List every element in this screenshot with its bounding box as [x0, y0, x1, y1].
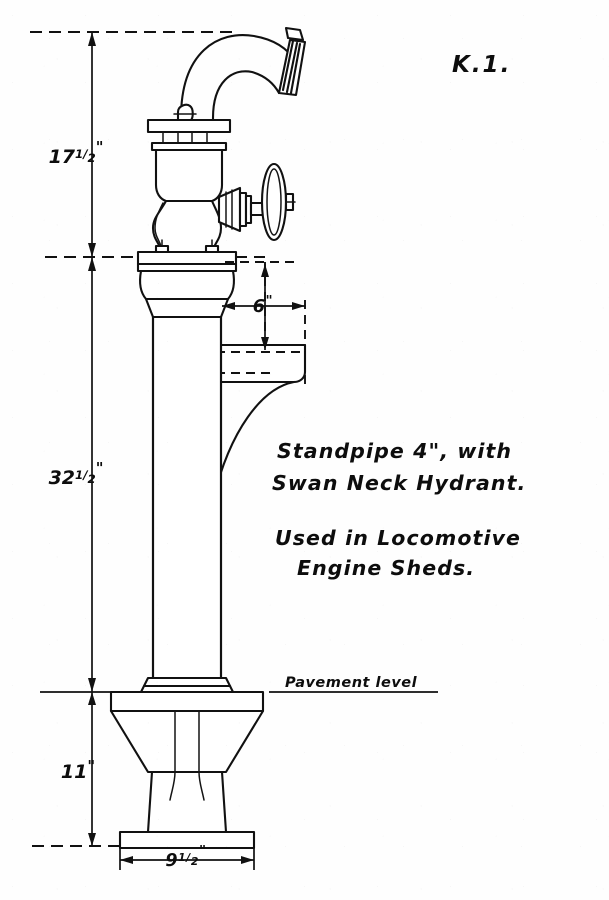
dim-17-half-whole: 17: [49, 146, 76, 168]
dim-11-arrow-top: [88, 692, 96, 705]
handwheel-inner-rim: [266, 168, 282, 236]
bonnet-flange: [146, 103, 232, 144]
pavement-level-label: Pavement level: [285, 675, 418, 691]
pavement-level: Pavement level: [40, 675, 438, 693]
dim-11-unit: ": [87, 758, 95, 775]
base-pedestal: [146, 770, 228, 834]
bonnet-barrel: [150, 141, 228, 203]
dim-17-half-fraction-den: 2: [88, 151, 96, 165]
column-shaft: [151, 315, 223, 680]
dim-32-half-fraction-den: 2: [88, 472, 96, 486]
dim-9-half-unit: ": [199, 843, 207, 859]
hydrant-assembly: [109, 26, 307, 850]
dimension-32-half: 321∕2": [49, 257, 104, 692]
dim-17-half-unit: ": [96, 139, 104, 156]
outlet-branch-body: [211, 343, 307, 384]
note-line-1: Standpipe 4", with: [277, 439, 512, 463]
valve-bonnet: [150, 141, 228, 203]
valve-body-waist: [151, 199, 223, 254]
valve-body-left-profile: [154, 202, 164, 252]
coupling-end-collar: [284, 26, 305, 42]
dim-32-half-fraction-num: 1: [75, 468, 83, 482]
coupling-rib-2: [285, 41, 299, 94]
datum-lines: [30, 31, 265, 847]
drawing-notes: Standpipe 4", with Swan Neck Hydrant. Us…: [272, 439, 526, 580]
main-flange-joint: [136, 239, 238, 319]
pavement-flange-plate: [109, 690, 265, 713]
dim-11-arrow-bottom: [88, 833, 96, 846]
dimension-11: 11": [61, 692, 96, 846]
note-line-3: Used in Locomotive: [275, 526, 521, 550]
bonnet-centre-bolt: [176, 103, 194, 122]
dimension-9-half: 91∕2": [119, 843, 255, 871]
swan-neck-inner-curve: [211, 70, 281, 120]
dim-6-whole: 6: [253, 297, 266, 317]
coupling-rib-1: [281, 39, 295, 92]
dim-11-whole: 11: [61, 761, 87, 783]
dim-6-arrow-left: [222, 302, 235, 310]
dim-9-half-fraction-bar: ∕: [184, 851, 191, 864]
flange-plate-upper: [136, 250, 238, 266]
dim-17-half-arrow-bottom: [88, 243, 96, 257]
dim-6-arrow-right: [292, 302, 305, 310]
standpipe-column: [151, 315, 223, 680]
dim-32-half-whole: 32: [49, 467, 75, 489]
flange-collar-bulb: [139, 269, 235, 301]
base-bore-line-right: [198, 710, 205, 801]
dim-32-half-arrow-top: [88, 257, 96, 271]
base-cone: [109, 709, 265, 774]
base-collar-ring-1: [142, 676, 232, 688]
dim-9-half-label: 91∕2": [165, 843, 206, 871]
hydrant-base: [109, 676, 265, 850]
dimension-6: 6": [222, 261, 306, 390]
swan-neck-outer-curve: [179, 34, 298, 120]
note-line-2: Swan Neck Hydrant.: [272, 471, 526, 495]
side-valve-gland: [217, 162, 296, 242]
dim-32-half-fraction-bar: ∕: [81, 468, 89, 482]
bonnet-flange-plate: [146, 118, 232, 134]
dim-17-half-arrow-top: [88, 32, 96, 46]
dim-32-half-unit: ": [96, 460, 104, 477]
coupling-rib-3: [289, 42, 302, 95]
plate-reference-label: K.1.: [452, 52, 511, 78]
hose-coupling: [277, 26, 307, 97]
dim-9-half-arrow-right: [241, 856, 254, 864]
handwheel[interactable]: [260, 162, 288, 242]
base-plate-bottom: [118, 830, 256, 850]
dim-32-half-arrow-bottom: [88, 678, 96, 692]
dim-9-half-arrow-left: [120, 856, 133, 864]
note-line-4: Engine Sheds.: [297, 556, 475, 580]
base-bore-line-left: [169, 710, 176, 801]
swan-neck-bend: [179, 34, 298, 122]
dim-6-leader-arrow-bottom: [261, 337, 269, 350]
dim-11-label: 11": [61, 758, 95, 783]
dim-9-half-fraction-num: 1: [178, 851, 186, 864]
dim-9-half-fraction-den: 2: [191, 855, 199, 868]
valve-body: [151, 199, 223, 254]
dim-17-half-label: 171∕2": [49, 139, 104, 168]
dim-17-half-fraction-num: 1: [75, 147, 83, 161]
dim-32-half-label: 321∕2": [49, 460, 104, 489]
dim-6-unit: ": [266, 293, 274, 309]
dim-17-half-fraction-bar: ∕: [81, 147, 89, 161]
collar-to-column-taper: [144, 297, 230, 319]
gland-taper-boss: [217, 186, 242, 233]
dimension-17-half: 171∕2": [49, 32, 104, 257]
dim-9-half-whole: 9: [165, 851, 178, 871]
dim-6-leader-arrow-top: [261, 264, 269, 277]
dim-6-label: 6": [253, 293, 274, 317]
